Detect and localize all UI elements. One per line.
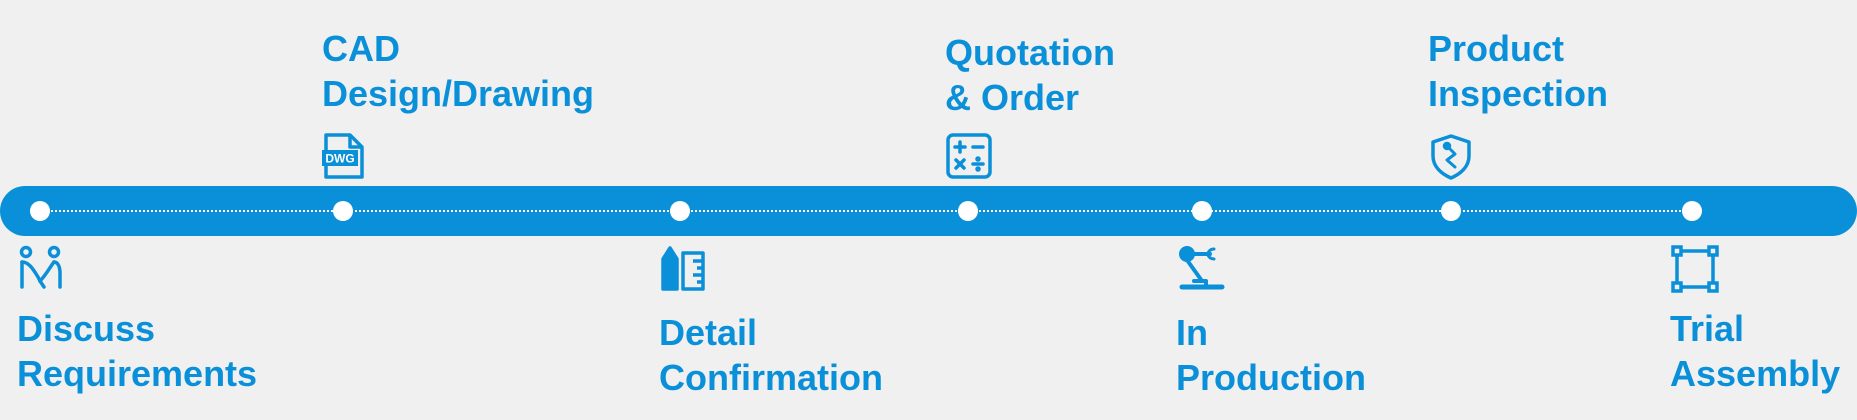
pencil-ruler-icon	[660, 245, 708, 293]
shield-icon	[1427, 132, 1475, 180]
step-label-line2: & Order	[945, 77, 1080, 118]
step-label-line2: Confirmation	[659, 357, 883, 398]
timeline-node-inspection	[1441, 201, 1461, 221]
dwg-file-icon: DWG	[320, 132, 368, 180]
step-label-line2: Assembly	[1670, 353, 1841, 394]
step-label-line1: CAD	[322, 28, 400, 69]
step-label-line1: Quotation	[945, 32, 1115, 73]
timeline-node-detail	[670, 201, 690, 221]
calculator-icon	[945, 132, 993, 180]
step-label-detail: Detail Confirmation	[659, 310, 883, 400]
timeline-node-assembly	[1682, 201, 1702, 221]
robot-arm-icon	[1178, 245, 1226, 293]
step-label-cad: CAD Design/Drawing	[322, 26, 594, 116]
step-label-quotation: Quotation & Order	[945, 30, 1115, 120]
step-label-line1: Detail	[659, 312, 758, 353]
step-label-line2: Requirements	[17, 353, 258, 394]
timeline-node-production	[1192, 201, 1212, 221]
timeline-node-quotation	[958, 201, 978, 221]
step-label-production: In Production	[1176, 310, 1366, 400]
dwg-icon-text: DWG	[325, 152, 354, 166]
step-label-assembly: Trial Assembly	[1670, 306, 1840, 396]
step-label-inspection: Product Inspection	[1428, 26, 1608, 116]
bounding-square-icon	[1671, 245, 1719, 293]
timeline-dotted-line	[40, 210, 1692, 212]
step-label-line2: Production	[1176, 357, 1366, 398]
step-label-discuss: Discuss Requirements	[17, 306, 257, 396]
timeline-node-discuss	[30, 201, 50, 221]
step-label-line1: Product	[1428, 28, 1565, 69]
people-handshake-icon	[18, 245, 66, 293]
step-label-line2: Inspection	[1428, 73, 1609, 114]
timeline-node-cad	[333, 201, 353, 221]
step-label-line1: Trial	[1670, 308, 1745, 349]
step-label-line2: Design/Drawing	[322, 73, 595, 114]
step-label-line1: Discuss	[17, 308, 156, 349]
step-label-line1: In	[1176, 312, 1208, 353]
